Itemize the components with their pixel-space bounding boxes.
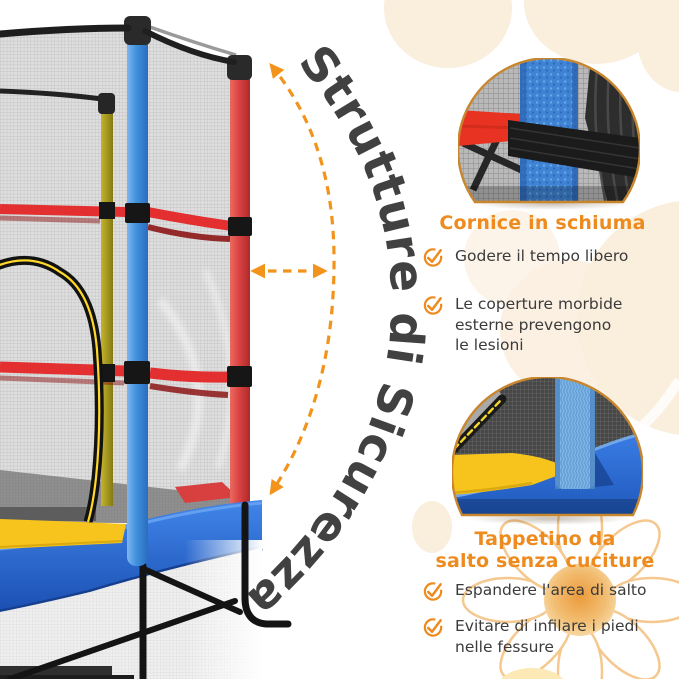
pole-yellow: [98, 93, 115, 506]
circle-rim: [458, 58, 640, 204]
check-circle-icon: [423, 618, 443, 637]
flower-decor-top: [384, 0, 679, 92]
mat-edge-stripe: [452, 394, 507, 454]
pad-yellow-wedge: [452, 453, 570, 495]
check-circle-icon: [423, 582, 443, 601]
velcro-strap: [227, 366, 252, 387]
dark-strap: [461, 139, 530, 177]
bullet-item: Evitare di infilare i piedi nelle fessur…: [422, 616, 674, 657]
bullet-text: Godere il tempo libero: [455, 247, 629, 265]
velcro-strap-band: [508, 120, 640, 178]
heading-line: Cornice in schiuma: [439, 212, 646, 234]
section-heading-jumping-mat: Tappetino da salto senza cuciture: [425, 528, 665, 572]
safety-net: [0, 30, 244, 523]
back-left-rail: [0, 88, 103, 102]
jumping-mat: [0, 470, 238, 523]
pole-red: [227, 55, 252, 508]
jumping-mat-closeup-photo: [452, 377, 643, 517]
heading-line: Tappetino da: [474, 528, 616, 550]
bullet-text: Evitare di infilare i piedi nelle fessur…: [455, 617, 639, 656]
daisy-center: [544, 564, 616, 636]
dark-strap: [469, 131, 504, 192]
velcro-strap: [125, 203, 150, 223]
circle-rim: [452, 377, 643, 517]
foam-pole-light-blue: [555, 377, 595, 489]
pole-blue: [124, 16, 151, 566]
check-circle-icon: [423, 296, 443, 315]
far-top-rail: [149, 25, 237, 57]
petal-yellow-bottom: [500, 668, 564, 679]
entrance-arch: [0, 255, 104, 524]
bullet-item: Godere il tempo libero: [422, 246, 674, 268]
far-pad-red: [175, 482, 238, 503]
foam-pole-closeup-photo: [458, 58, 640, 204]
bullet-item: Espandere l'area di salto: [422, 580, 674, 602]
heading-line: salto senza cuciture: [435, 550, 655, 572]
dashed-arc-double-arrow-icon: [269, 62, 336, 496]
frame-legs: [7, 501, 292, 679]
bullet-text: Le coperture morbide esterne prevengono …: [455, 295, 623, 354]
top-rail: [0, 24, 237, 65]
section-heading-foam-frame: Cornice in schiuma: [430, 212, 655, 234]
curved-safety-label-text: Strutture di Sicurezza: [236, 35, 435, 629]
curved-safety-label: Strutture di Sicurezza: [236, 35, 434, 629]
velcro-strap: [124, 361, 150, 384]
velcro-strap: [228, 217, 252, 236]
bullet-text: Espandere l'area di salto: [455, 581, 647, 599]
velcro-strap: [99, 202, 115, 219]
bullet-item: Le coperture morbide esterne prevengono …: [422, 294, 674, 356]
check-circle-icon: [423, 248, 443, 267]
